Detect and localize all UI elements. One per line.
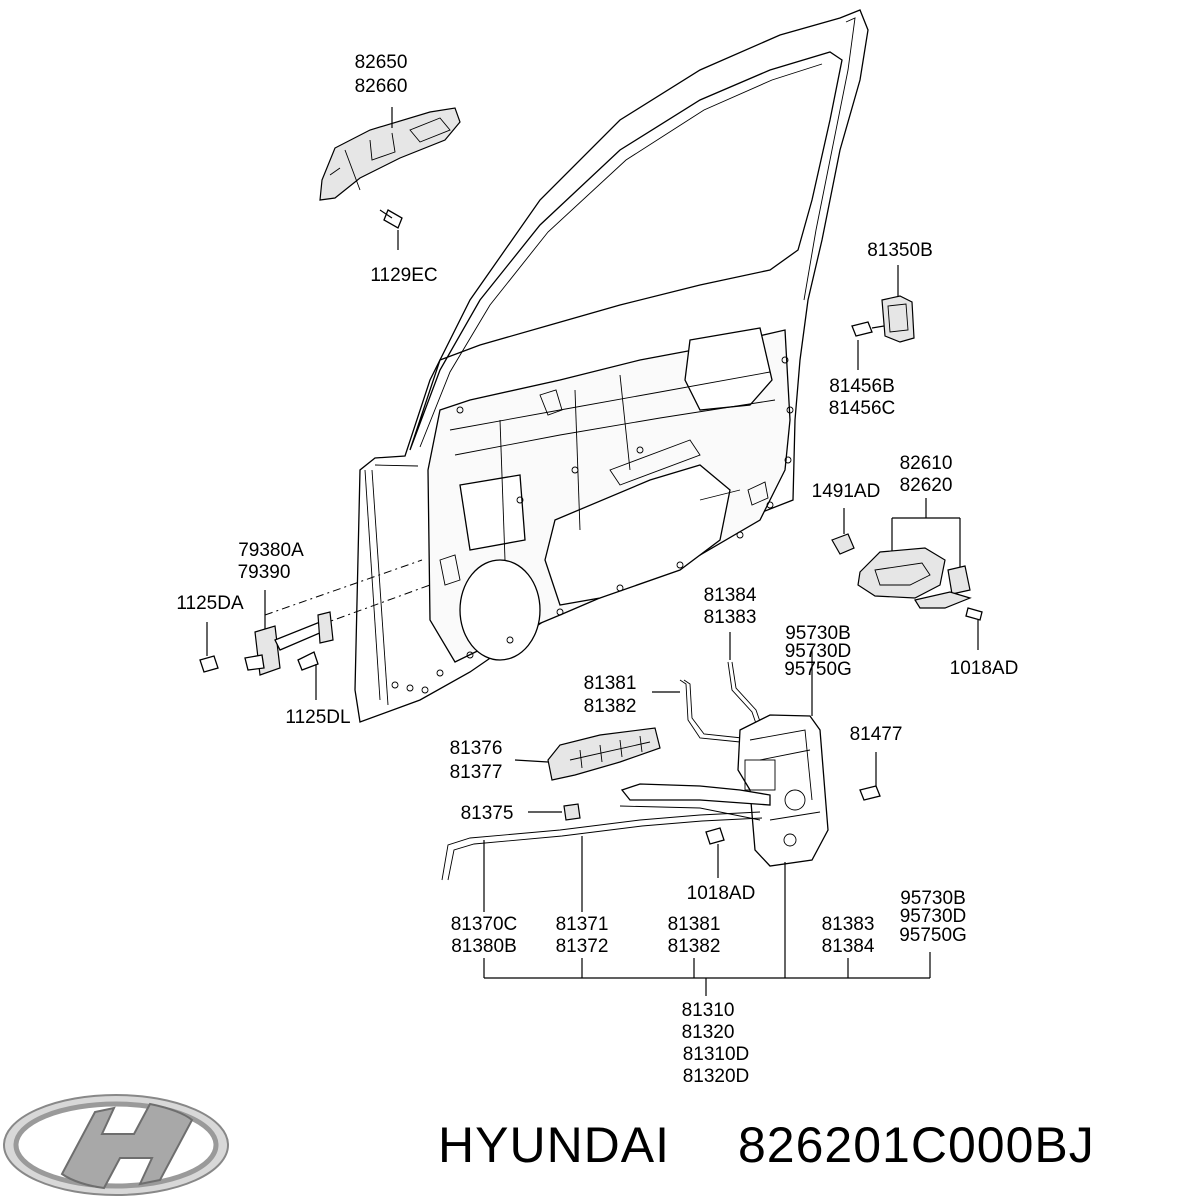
label-81320: 81320 <box>682 1022 735 1043</box>
label-1018ad-latch: 1018AD <box>687 883 756 904</box>
label-81377: 81377 <box>450 762 503 783</box>
catch-81350b <box>851 265 915 370</box>
label-81310d: 81310D <box>683 1044 750 1065</box>
part-number: 826201C000BJ <box>738 1117 1095 1173</box>
label-81384-bottom: 81384 <box>822 936 875 957</box>
label-95730b-bottom: 95730B <box>900 888 966 909</box>
label-81381-bottom: 81381 <box>668 914 721 935</box>
bolt-1129ec <box>379 209 403 250</box>
label-81382-bottom: 81382 <box>668 936 721 957</box>
label-81350b: 81350B <box>867 240 933 261</box>
label-1125da: 1125DA <box>176 593 244 614</box>
label-82660: 82660 <box>355 76 408 97</box>
label-82650: 82650 <box>355 52 408 73</box>
label-95730d-top: 95730D <box>785 641 852 662</box>
label-81384-top: 81384 <box>704 585 757 606</box>
label-81382-mid: 81382 <box>584 696 637 717</box>
label-81477: 81477 <box>850 724 903 745</box>
label-81456b: 81456B <box>829 376 895 397</box>
part-labels: 82650 82660 1129EC 81350B 81456B 81456C … <box>176 52 1018 1087</box>
label-1491ad: 1491AD <box>812 481 881 502</box>
label-95750g-bottom: 95750G <box>899 925 967 946</box>
label-81380b: 81380B <box>451 936 517 957</box>
door-frame <box>354 9 869 723</box>
latch-mechanism <box>441 632 881 978</box>
outside-handle <box>319 107 461 201</box>
hyundai-logo-icon <box>3 1094 229 1196</box>
label-81383-top: 81383 <box>704 607 757 628</box>
label-95750g-top: 95750G <box>784 659 852 680</box>
label-1125dl: 1125DL <box>285 707 350 728</box>
label-82620: 82620 <box>900 475 953 496</box>
clip-1491ad <box>831 508 855 555</box>
label-81320d: 81320D <box>683 1066 750 1087</box>
label-79390: 79390 <box>238 562 291 583</box>
label-1129ec: 1129EC <box>370 265 437 286</box>
label-79380a: 79380A <box>238 540 304 561</box>
label-1018ad-inner: 1018AD <box>950 658 1019 679</box>
bottom-leader <box>483 952 931 996</box>
label-95730b-top: 95730B <box>785 623 851 644</box>
door-check <box>199 559 431 700</box>
label-81370c: 81370C <box>451 914 518 935</box>
label-81381-mid: 81381 <box>584 673 637 694</box>
label-81371: 81371 <box>556 914 609 935</box>
label-81375: 81375 <box>461 803 514 824</box>
label-81376: 81376 <box>450 738 503 759</box>
label-81310: 81310 <box>682 1000 735 1021</box>
label-82610: 82610 <box>900 453 953 474</box>
brand-name: HYUNDAI <box>438 1117 670 1173</box>
label-81383-bottom: 81383 <box>822 914 875 935</box>
inside-handle <box>857 498 983 650</box>
label-95730d-bottom: 95730D <box>900 906 967 927</box>
label-81456c: 81456C <box>829 398 896 419</box>
label-81372: 81372 <box>556 936 609 957</box>
